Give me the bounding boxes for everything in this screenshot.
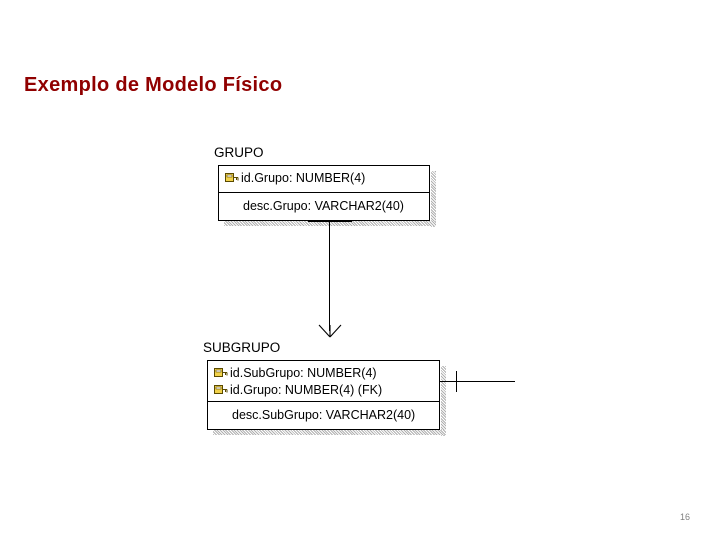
entity-label-subgrupo: SUBGRUPO [203,340,281,355]
entity-grupo-attr-text: desc.Grupo: VARCHAR2(40) [243,198,404,213]
relationship-line-right-horizontal [440,381,515,382]
entity-subgrupo[interactable]: id.SubGrupo: NUMBER(4) id.Grupo: NUMBER(… [207,360,446,436]
entity-shadow-right [431,171,436,227]
entity-grupo-attr-section: desc.Grupo: VARCHAR2(40) [219,193,429,221]
entity-subgrupo-pk-row: id.Grupo: NUMBER(4) (FK) [214,381,433,398]
page-number: 16 [679,512,690,522]
page-title: Exemplo de Modelo Físico [24,74,283,96]
entity-grupo-pk-row: id.Grupo: NUMBER(4) [225,169,423,186]
relationship-line-top-horizontal [308,221,352,222]
key-icon [225,172,239,184]
key-icon [214,384,228,396]
entity-grupo-attr-row: desc.Grupo: VARCHAR2(40) [225,197,423,214]
key-icon [214,367,228,379]
entity-grupo-pk-section: id.Grupo: NUMBER(4) [219,166,429,193]
entity-subgrupo-pk-row: id.SubGrupo: NUMBER(4) [214,364,433,381]
entity-subgrupo-pk-text-2: id.Grupo: NUMBER(4) (FK) [230,382,383,397]
entity-label-grupo: GRUPO [214,145,264,160]
relationship-one-tick [456,371,457,392]
relationship-line-vertical [329,221,330,331]
entity-shadow-right [441,366,446,436]
crows-foot-icon [318,324,342,343]
entity-subgrupo-pk-section: id.SubGrupo: NUMBER(4) id.Grupo: NUMBER(… [208,361,439,402]
entity-subgrupo-attr-row: desc.SubGrupo: VARCHAR2(40) [214,406,433,423]
entity-subgrupo-pk-text-1: id.SubGrupo: NUMBER(4) [230,365,377,380]
entity-subgrupo-attr-text: desc.SubGrupo: VARCHAR2(40) [232,407,416,422]
entity-subgrupo-attr-section: desc.SubGrupo: VARCHAR2(40) [208,402,439,430]
entity-shadow-bottom [213,430,446,435]
entity-grupo-pk-text: id.Grupo: NUMBER(4) [241,170,366,185]
entity-shadow-bottom [224,221,436,226]
entity-grupo[interactable]: id.Grupo: NUMBER(4) desc.Grupo: VARCHAR2… [218,165,436,227]
